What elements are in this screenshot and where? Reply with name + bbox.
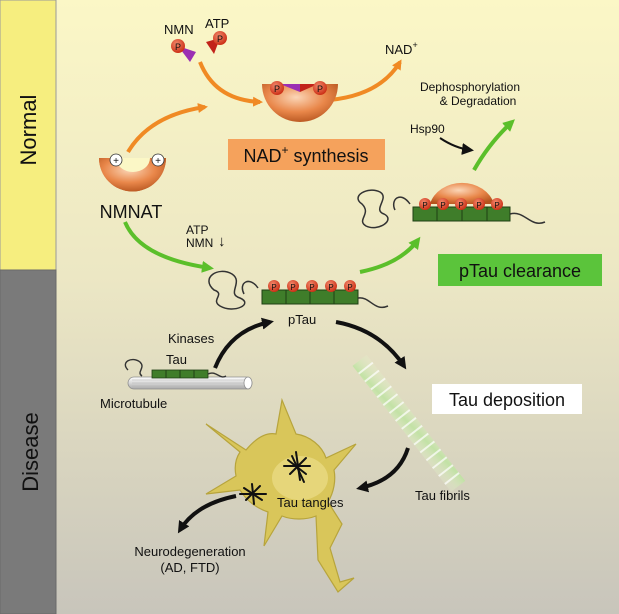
phosphate-symbol: P xyxy=(217,34,223,44)
dephos-line2: & Degradation xyxy=(440,94,517,108)
nmnat-enzyme-bound: P P xyxy=(262,81,338,122)
ptau-to-complex-arrow xyxy=(359,236,421,274)
phosphate-symbol: P xyxy=(440,201,445,210)
phosphate-symbol: P xyxy=(175,42,181,52)
nad-synthesis-box xyxy=(228,139,385,170)
nmnat-to-ptau-arrow xyxy=(123,221,214,273)
phosphate-symbol: P xyxy=(309,283,314,292)
disease-band xyxy=(0,269,57,614)
deposition-arrow xyxy=(335,320,407,370)
down-arrow-icon: ↓ xyxy=(218,233,226,250)
neurodegeneration-arrow xyxy=(177,494,237,534)
nmnat-label: NMNAT xyxy=(100,202,163,222)
phosphate-symbol: P xyxy=(271,283,276,292)
dephos-line1: Dephosphorylation xyxy=(420,80,520,94)
nad-product-arrow xyxy=(329,59,402,102)
phosphate-symbol: P xyxy=(422,201,427,210)
atp-label: ATP xyxy=(205,16,229,31)
ptau-label: pTau xyxy=(288,312,316,327)
neurodegeneration-line1: Neurodegeneration xyxy=(134,544,245,559)
hsp90-arrow xyxy=(439,137,474,155)
ptau-protein: P P P P P xyxy=(208,270,389,310)
microtubule-label: Microtubule xyxy=(100,396,167,411)
nmn-molecule: P xyxy=(171,39,196,62)
nmnat-enzyme: + + xyxy=(99,153,166,192)
atp-molecule: P xyxy=(206,31,227,54)
tau-tangle-cluster xyxy=(239,483,267,505)
nmnat-ptau-complex: P P P P P xyxy=(357,182,546,229)
phosphate-symbol: P xyxy=(347,283,352,292)
ptau-clearance-box xyxy=(438,254,602,286)
tau-deposition-box xyxy=(432,384,582,414)
phosphate-symbol: P xyxy=(458,201,463,210)
phosphate-symbol: P xyxy=(317,84,323,94)
phosphate-symbol: P xyxy=(494,201,499,210)
plus-charge: + xyxy=(155,156,161,167)
hsp90-label: Hsp90 xyxy=(410,122,445,136)
substrate-arrow xyxy=(198,61,263,107)
tau-deposition-label: Tau deposition xyxy=(449,390,565,410)
tau-on-microtubule xyxy=(124,358,227,379)
tau-fibril xyxy=(352,354,466,492)
tau-tangle-cluster xyxy=(283,451,311,483)
tau-tangles-label: Tau tangles xyxy=(277,495,344,510)
phosphate-symbol: P xyxy=(274,84,280,94)
nmn-down-label: NMN xyxy=(186,236,213,250)
clearance-arrow xyxy=(472,119,515,171)
kinases-label: Kinases xyxy=(168,331,215,346)
atp-down-label: ATP xyxy=(186,223,208,237)
tau-fibrils-label: Tau fibrils xyxy=(415,488,470,503)
phosphate-symbol: P xyxy=(328,283,333,292)
phosphate-symbol: P xyxy=(476,201,481,210)
nad-plus-label: NAD+ xyxy=(385,40,418,57)
plus-charge: + xyxy=(113,156,119,167)
tau-label: Tau xyxy=(166,352,187,367)
normal-band xyxy=(0,0,57,271)
neurodegeneration-line2: (AD, FTD) xyxy=(160,560,219,575)
nad-synthesis-label: NAD+ synthesis xyxy=(243,143,368,166)
kinases-arrow xyxy=(213,317,274,369)
phosphate-symbol: P xyxy=(290,283,295,292)
normal-label: Normal xyxy=(16,95,41,166)
fibril-to-tangle-arrow xyxy=(356,447,410,493)
ptau-clearance-label: pTau clearance xyxy=(459,261,581,281)
microtubule xyxy=(127,376,253,390)
disease-label: Disease xyxy=(18,412,43,491)
nmn-label: NMN xyxy=(164,22,194,37)
nmnat-to-synthesis-arrow xyxy=(126,103,208,154)
